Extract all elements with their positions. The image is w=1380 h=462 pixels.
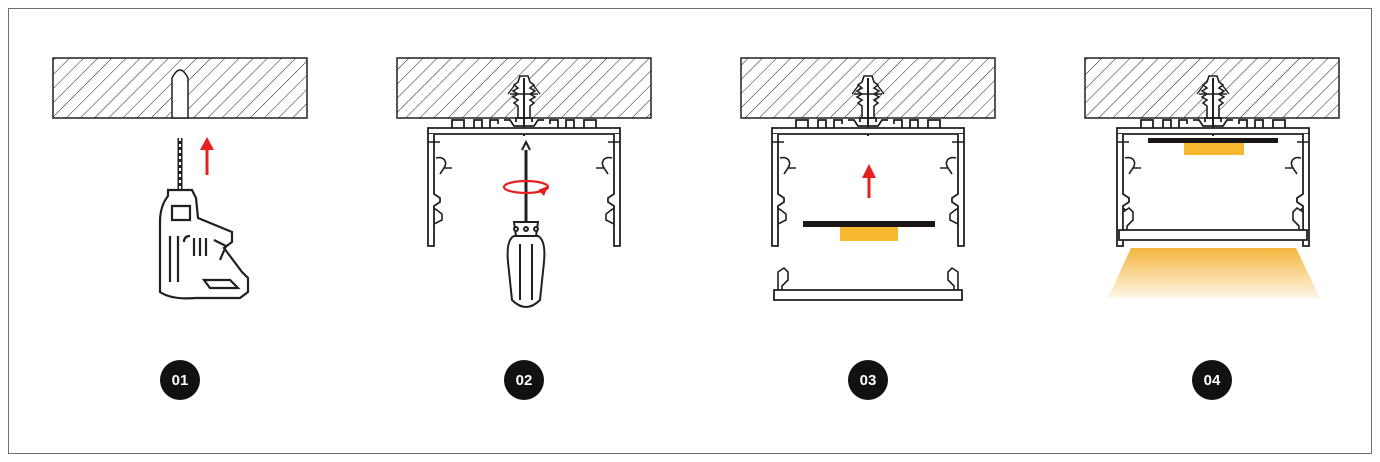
diffuser-lens xyxy=(1118,207,1308,241)
drilled-hole xyxy=(171,69,189,119)
diagram-frame xyxy=(8,8,1372,454)
rotate-arrow-icon xyxy=(502,179,550,196)
led-chip xyxy=(1184,143,1244,155)
screwdriver-icon xyxy=(506,139,546,308)
step-number-label: 02 xyxy=(516,372,533,389)
step-03-illustration xyxy=(740,57,996,301)
step-04-illustration xyxy=(1084,57,1340,298)
step-number-label: 01 xyxy=(172,372,189,389)
up-arrow-icon xyxy=(862,164,876,198)
step-badge-03: 03 xyxy=(848,360,888,400)
led-strip xyxy=(803,221,935,227)
step-02-illustration xyxy=(396,57,652,308)
led-strip xyxy=(1148,138,1278,143)
step-number-label: 04 xyxy=(1204,372,1221,389)
up-arrow-icon xyxy=(200,137,214,175)
step-badge-02: 02 xyxy=(504,360,544,400)
step-badge-01: 01 xyxy=(160,360,200,400)
step-01-illustration xyxy=(52,57,308,300)
aluminium-profile xyxy=(1116,117,1310,247)
drill-icon xyxy=(158,188,250,300)
step-badge-04: 04 xyxy=(1192,360,1232,400)
diffuser-lens xyxy=(773,267,963,301)
step-number-label: 03 xyxy=(860,372,877,389)
light-beam xyxy=(1108,248,1320,298)
led-chip xyxy=(840,227,898,241)
